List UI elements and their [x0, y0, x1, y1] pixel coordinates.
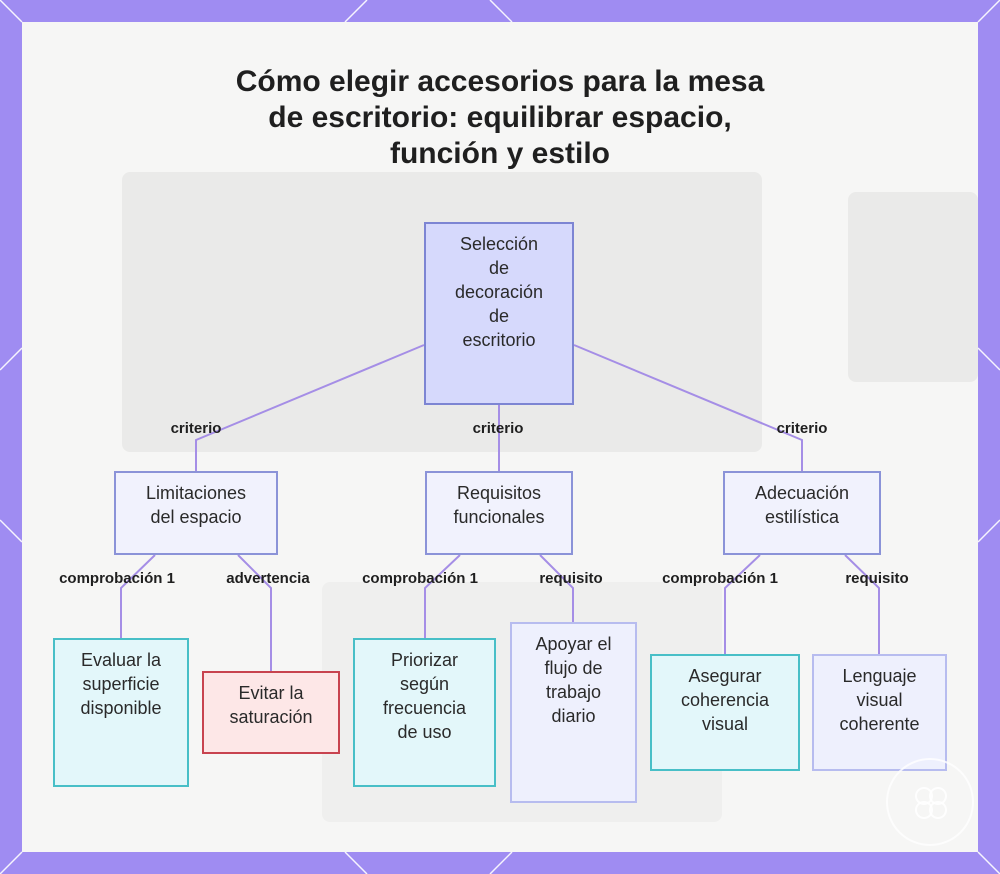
node-adecuacion-estilistica: Adecuación estilística [723, 471, 881, 555]
connector [844, 554, 880, 654]
node-text-line: de uso [397, 722, 452, 742]
leaf-asegurar-coherencia: Asegurar coherencia visual [650, 654, 800, 771]
node-text-line: flujo de [544, 658, 603, 678]
leaf-lenguaje-visual: Lenguaje visual coherente [812, 654, 947, 771]
node-text-line: Limitaciones [145, 483, 247, 503]
edge-label-comprobacion: comprobación 1 [662, 570, 778, 587]
node-text-line: Evaluar la [80, 650, 162, 670]
edge-label-criterio: criterio [776, 420, 828, 437]
node-requisitos-funcionales: Requisitos funcionales [425, 471, 573, 555]
leaf-apoyar-flujo: Apoyar el flujo de trabajo diario [510, 622, 637, 803]
connector [424, 554, 461, 638]
node-text-line: funcionales [453, 507, 545, 527]
node-text-line: Asegurar [688, 666, 762, 686]
edge-label-criterio: criterio [170, 420, 222, 437]
circle-logo-icon [886, 758, 974, 846]
node-text-line: disponible [80, 698, 162, 718]
node-text-line: Selección [459, 234, 539, 254]
node-text-line: de [488, 258, 510, 278]
background-blur [848, 192, 978, 382]
node-text-line: Evitar la [238, 683, 304, 703]
edge-label-comprobacion: comprobación 1 [59, 570, 175, 587]
node-text-line: de [488, 306, 510, 326]
title-line: función y estilo [389, 137, 611, 170]
connector [120, 554, 156, 638]
node-text-line: Lenguaje [842, 666, 917, 686]
leaf-evaluar-superficie: Evaluar la superficie disponible [53, 638, 189, 787]
node-text-line: superficie [82, 674, 160, 694]
node-text-line: trabajo [545, 682, 602, 702]
edge-label-requisito: requisito [539, 570, 603, 587]
node-text-line: estilística [764, 507, 839, 527]
node-text-line: según [399, 674, 450, 694]
connector [724, 554, 761, 654]
node-text-line: Apoyar el [535, 634, 612, 654]
node-text-line: del espacio [150, 507, 242, 527]
node-text-line: visual [856, 690, 903, 710]
node-text-line: saturación [229, 707, 313, 727]
title-line: Cómo elegir accesorios para la mesa [235, 65, 765, 98]
node-text-line: Priorizar [390, 650, 458, 670]
node-text-line: coherencia [680, 690, 770, 710]
node-text-line: frecuencia [382, 698, 467, 718]
node-text-line: coherente [839, 714, 920, 734]
edge-label-criterio: criterio [472, 420, 524, 437]
diagram-title: Cómo elegir accesorios para la mesa de e… [0, 64, 1000, 172]
connector [237, 554, 272, 671]
root-node: Selección de decoración de escritorio [424, 222, 574, 405]
connector [195, 344, 425, 471]
node-text-line: diario [551, 706, 596, 726]
node-text-line: escritorio [462, 330, 536, 350]
connector [573, 344, 803, 471]
connector [539, 554, 574, 622]
title-line: de escritorio: equilibrar espacio, [268, 101, 732, 134]
edge-label-requisito: requisito [845, 570, 909, 587]
leaf-priorizar-frecuencia: Priorizar según frecuencia de uso [353, 638, 496, 787]
node-limitaciones-espacio: Limitaciones del espacio [114, 471, 278, 555]
node-text-line: Adecuación [754, 483, 850, 503]
node-text-line: decoración [454, 282, 544, 302]
node-text-line: Requisitos [456, 483, 542, 503]
edge-label-comprobacion: comprobación 1 [362, 570, 478, 587]
leaf-evitar-saturacion: Evitar la saturación [202, 671, 340, 754]
node-text-line: visual [701, 714, 749, 734]
edge-label-advertencia: advertencia [226, 570, 310, 587]
